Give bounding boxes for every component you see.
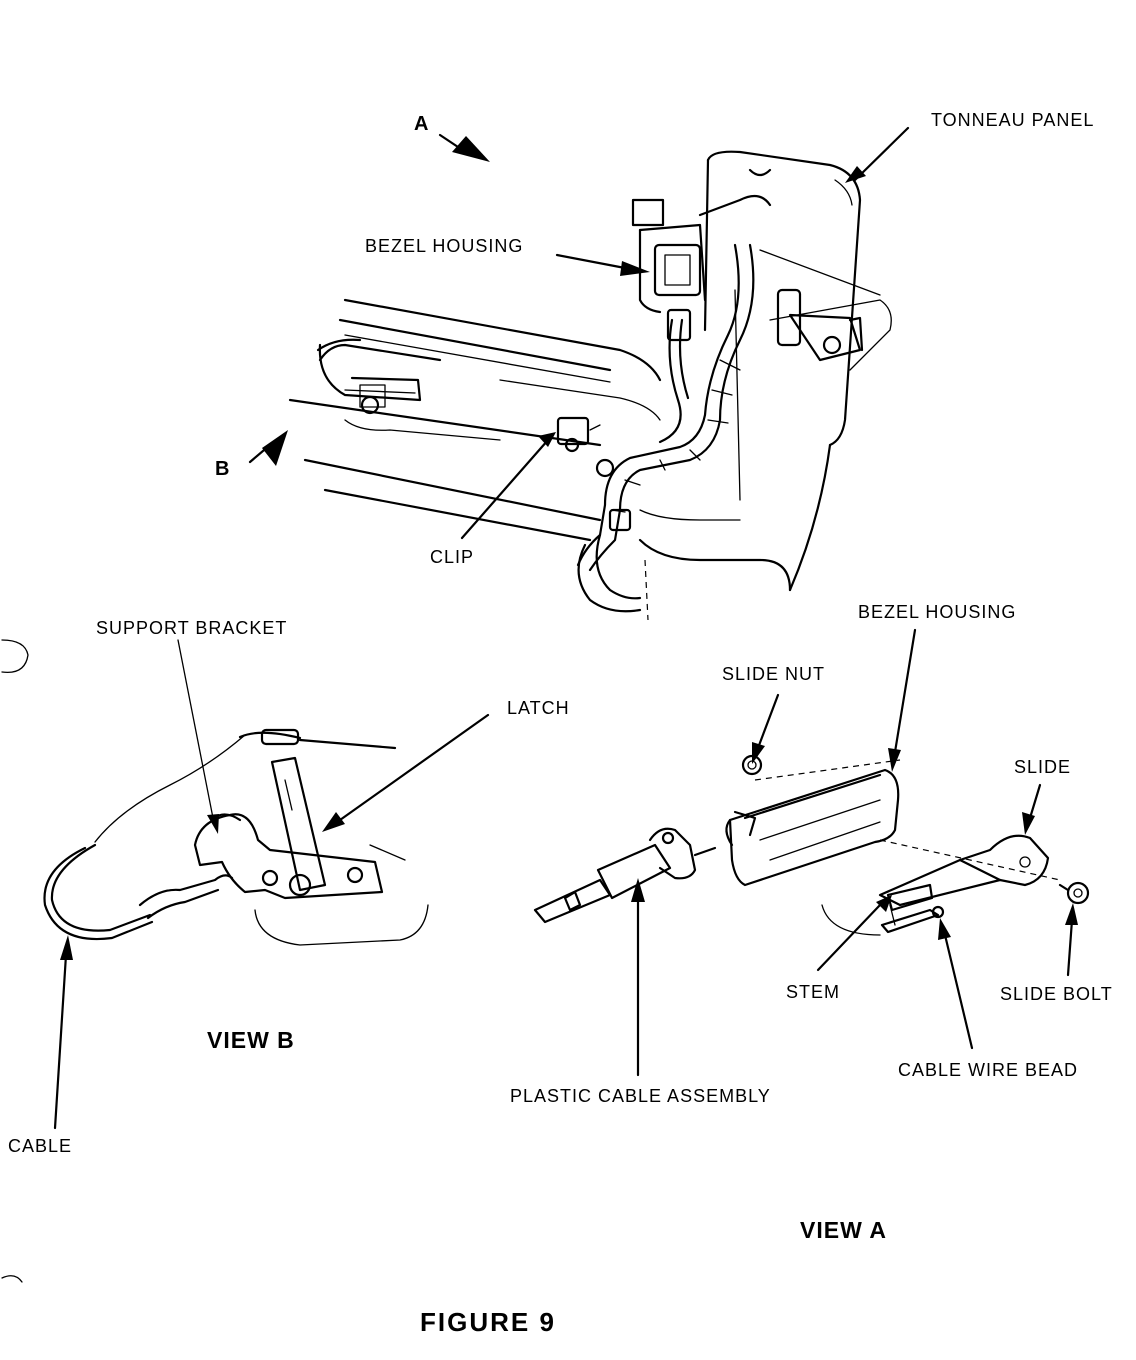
leader-bezel-housing-top bbox=[555, 253, 650, 276]
binder-hole-mark-2 bbox=[1, 1275, 23, 1283]
rear-deck-assembly bbox=[288, 150, 892, 621]
view-arrow-a-label: A bbox=[414, 113, 430, 135]
tonneau-panel-label: TONNEAU PANEL bbox=[931, 110, 1095, 130]
plastic-cable-assembly-label: PLASTIC CABLE ASSEMBLY bbox=[510, 1086, 771, 1106]
leader-cable bbox=[53, 935, 73, 1130]
binder-hole-mark bbox=[1, 639, 29, 674]
latch-label: LATCH bbox=[507, 698, 570, 718]
bezel-housing-top-label: BEZEL HOUSING bbox=[365, 236, 524, 256]
leader-plastic-cable-assembly bbox=[631, 878, 645, 1077]
leader-clip bbox=[460, 432, 556, 540]
view-b-latch-assembly bbox=[43, 728, 429, 946]
stem-label: STEM bbox=[786, 982, 841, 1002]
support-bracket-label: SUPPORT BRACKET bbox=[96, 618, 288, 638]
slide-nut-label: SLIDE NUT bbox=[722, 664, 826, 684]
leader-slide bbox=[1022, 783, 1042, 835]
leader-support-bracket bbox=[177, 639, 219, 834]
view-arrow-b-label: B bbox=[215, 458, 231, 480]
slide-label: SLIDE bbox=[1014, 757, 1072, 777]
leader-latch bbox=[322, 713, 490, 832]
view-b-label: VIEW B bbox=[207, 1027, 295, 1053]
bezel-housing-bottom-label: BEZEL HOUSING bbox=[858, 602, 1017, 622]
clip-label: CLIP bbox=[430, 547, 475, 567]
view-arrow-b bbox=[248, 430, 288, 466]
leader-bezel-housing-bottom bbox=[888, 628, 917, 772]
slide-bolt-label: SLIDE BOLT bbox=[1000, 984, 1113, 1004]
cable-label: CABLE bbox=[8, 1136, 73, 1156]
view-a-exploded-parts bbox=[533, 754, 1090, 936]
view-arrow-a bbox=[438, 133, 490, 162]
leader-stem bbox=[816, 895, 892, 972]
leader-tonneau-panel bbox=[845, 126, 910, 183]
figure-caption: FIGURE 9 bbox=[420, 1307, 556, 1337]
cable-wire-bead-label: CABLE WIRE BEAD bbox=[898, 1060, 1079, 1080]
leader-slide-nut bbox=[752, 693, 780, 764]
leader-cable-wire-bead bbox=[938, 918, 974, 1050]
leader-slide-bolt bbox=[1065, 903, 1078, 977]
view-a-label: VIEW A bbox=[800, 1217, 887, 1243]
